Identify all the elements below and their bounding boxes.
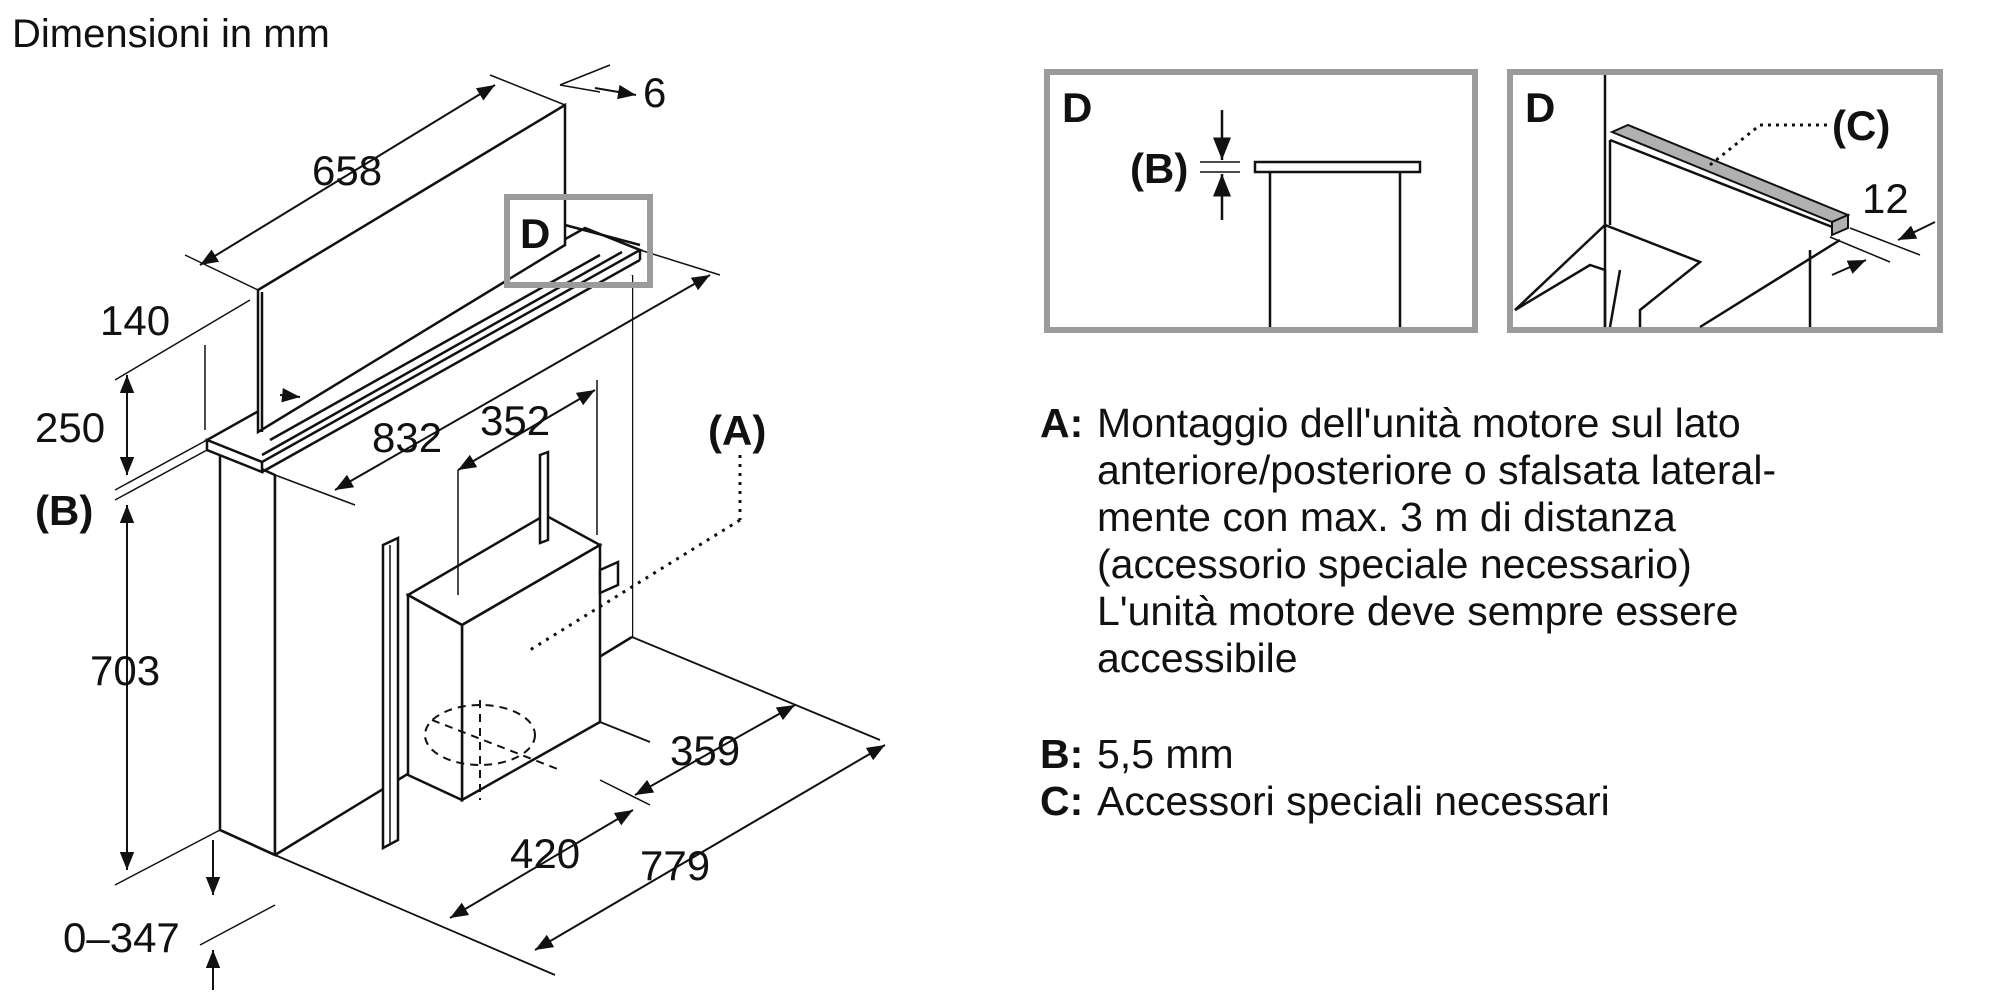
legend-key: A: <box>1040 400 1084 446</box>
label-c: (C) <box>1832 102 1890 149</box>
dim-658: 658 <box>312 147 382 194</box>
dim-250: 250 <box>35 404 105 451</box>
legend-text: Montaggio dell'unità motore sul lato ant… <box>1097 400 1777 681</box>
label-d-detail-2: D <box>1525 84 1555 131</box>
detail-d-panel-2: D (C) 12 <box>1507 69 1943 333</box>
legend: A: Montaggio dell'unità motore sul lato … <box>1040 400 1776 825</box>
label-d-main: D <box>520 210 550 257</box>
dim-352: 352 <box>480 397 550 444</box>
dim-359: 359 <box>670 727 740 774</box>
dim-779: 779 <box>640 842 710 889</box>
drawing-title: Dimensioni in mm <box>12 12 330 56</box>
legend-item-c: C: Accessori speciali necessari <box>1040 778 1776 825</box>
label-b-detail: (B) <box>1130 145 1188 192</box>
dim-832: 832 <box>372 414 442 461</box>
legend-item-b: B: 5,5 mm <box>1040 731 1776 778</box>
label-b: (B) <box>35 487 93 534</box>
dim-12: 12 <box>1862 175 1909 222</box>
legend-key: B: <box>1040 731 1084 777</box>
dim-140: 140 <box>100 297 170 344</box>
dimension-lines <box>114 64 886 990</box>
dim-420: 420 <box>510 830 580 877</box>
label-d-detail-1: D <box>1062 84 1092 131</box>
detail-d-panel-1: D (B) <box>1044 69 1478 333</box>
dim-0-347: 0–347 <box>63 914 180 961</box>
legend-text: 5,5 mm <box>1097 731 1234 777</box>
legend-key: C: <box>1040 778 1084 824</box>
legend-item-a: A: Montaggio dell'unità motore sul lato … <box>1040 400 1776 682</box>
dim-703: 703 <box>90 647 160 694</box>
dim-6: 6 <box>643 69 666 116</box>
detail-d-highlight-frame <box>504 194 653 288</box>
label-a: (A) <box>708 407 766 454</box>
legend-text: Accessori speciali necessari <box>1097 778 1610 824</box>
